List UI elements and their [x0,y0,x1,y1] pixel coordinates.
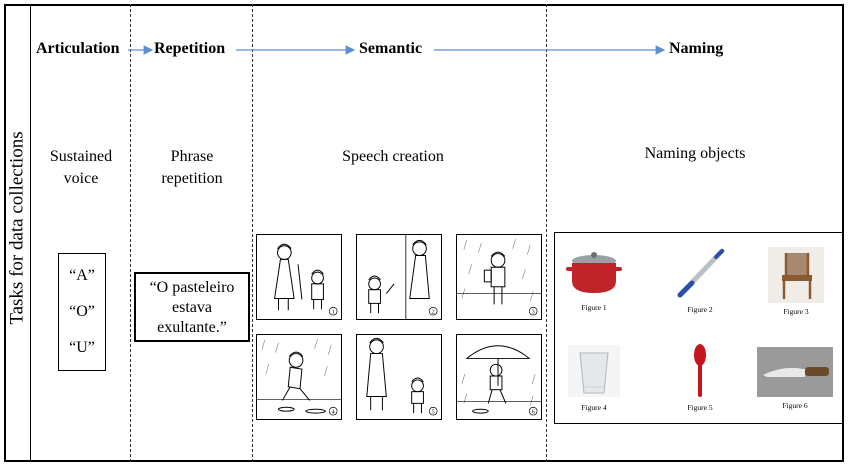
cooking-pot-icon [566,252,622,293]
figure-3: Figure 3 [761,245,831,316]
vowel-o: “O” [69,303,95,320]
pen-icon [677,248,725,298]
panel-number-6: 6 [532,410,535,416]
figure-1-caption: Figure 1 [581,303,607,312]
task-sustained-line1: Sustained [49,148,113,165]
task-phrase-line2: repetition [161,170,223,187]
knife-icon [757,347,833,397]
stage-naming: Naming [669,40,724,57]
panel-number-5: 5 [432,410,435,416]
vowel-a: “A” [69,267,95,284]
panel-number-1: 1 [332,310,335,316]
figure-2-caption: Figure 2 [687,305,713,314]
column-divider-1 [130,4,131,462]
panel-number-2: 2 [432,310,435,316]
figure-2: Figure 2 [665,243,735,314]
phrase-line1: “O pasteleiro [149,279,235,296]
task-naming-objects: Naming objects [644,145,746,162]
figure-5: Figure 5 [665,341,735,412]
spoon-icon [694,344,706,397]
comic-panel-5: 5 [356,334,442,420]
task-speech-creation: Speech creation [342,148,444,165]
figure-4-caption: Figure 4 [581,403,607,412]
column-divider-3 [546,4,547,462]
task-phrase-repetition: Phrase repetition [140,146,244,190]
task-sustained-voice: Sustained voice [38,146,124,190]
comic-panel-2: 2 [356,234,442,320]
phrase-line3: exultante.” [157,319,227,336]
comic-panel-4: 4 [256,334,342,420]
panel-number-3: 3 [532,310,535,316]
vowels-box: “A” “O” “U” [58,253,106,371]
task-sustained-line2: voice [63,170,99,187]
phrase-box: “O pasteleiro estava exultante.” [134,272,250,342]
panel-number-4: 4 [332,410,335,416]
glass-icon [568,345,620,397]
stage-repetition: Repetition [154,40,226,57]
column-divider-2 [252,4,253,462]
figure-5-caption: Figure 5 [687,403,713,412]
chair-icon [768,247,824,303]
task-phrase-line1: Phrase [170,148,214,165]
comic-panel-6: 6 [456,334,542,420]
comic-panel-1: 1 [256,234,342,320]
figure-6: Figure 6 [753,345,837,410]
figure-1: Figure 1 [559,247,629,312]
side-divider [30,4,31,462]
stage-articulation: Articulation [36,40,120,57]
figure-4: Figure 4 [559,341,629,412]
comic-panel-3: 3 [456,234,542,320]
vowel-u: “U” [69,339,95,356]
figure-3-caption: Figure 3 [783,307,809,316]
stage-semantic: Semantic [359,40,423,57]
figure-6-caption: Figure 6 [782,401,808,410]
phrase-line2: estava [172,299,212,316]
naming-objects-box: Figure 1 Figure 2 Figure 3 Figure 4 [554,232,844,424]
